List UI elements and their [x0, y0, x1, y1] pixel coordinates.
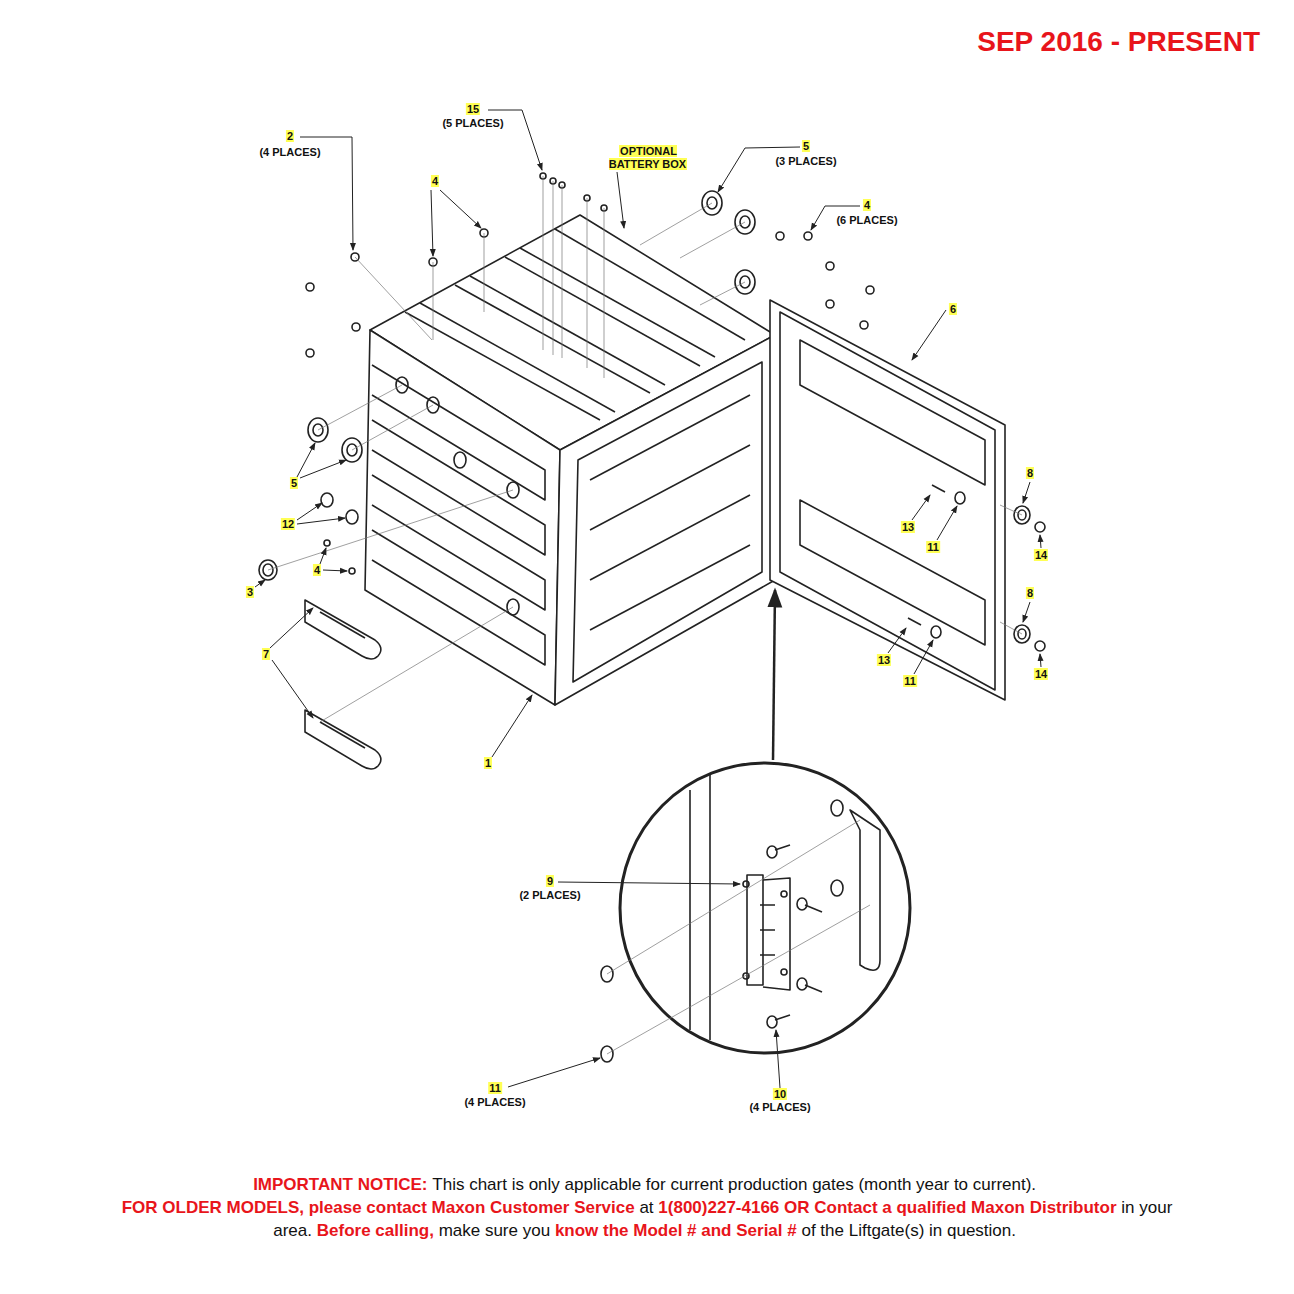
notice-text: FOR OLDER MODELS, please contact Maxon C… — [117, 1196, 1177, 1242]
callout-text: 5 — [802, 140, 810, 152]
callout-text: 14 — [1034, 668, 1048, 680]
date-range-title: SEP 2016 - PRESENT — [977, 26, 1260, 58]
callout-number: 4 — [431, 175, 439, 188]
callout-text: 5 — [290, 477, 298, 489]
callout-text: 11 — [903, 675, 917, 687]
quantity-text: (4 PLACES) — [749, 1101, 810, 1113]
callout-text: 9 — [546, 875, 554, 887]
notice-segment: of the Liftgate(s) in question. — [801, 1221, 1016, 1240]
callout-text: 12 — [281, 518, 295, 530]
quantity-text: (4 PLACES) — [259, 146, 320, 158]
quantity-text: (2 PLACES) — [519, 889, 580, 901]
callout-text: 8 — [1026, 587, 1034, 599]
callout-text: 6 — [949, 303, 957, 315]
callout-text: 2 — [286, 130, 294, 142]
callout-number: 3 — [246, 586, 254, 599]
quantity-text: (6 PLACES) — [836, 214, 897, 226]
callout-number: 13 — [901, 521, 915, 534]
callout-number: 5 — [802, 140, 810, 153]
notice-segment: 1(800)227-4166 OR Contact a qualified Ma… — [658, 1198, 1116, 1217]
callout-text: OPTIONAL BATTERY BOX — [609, 145, 687, 170]
notice-segment: FOR OLDER MODELS, please contact Maxon C… — [122, 1198, 635, 1217]
quantity-note: (4 PLACES) — [464, 1096, 525, 1109]
quantity-note: (3 PLACES) — [775, 155, 836, 168]
callout-text: 3 — [246, 586, 254, 598]
notice-segment: know the Model # and Serial # — [555, 1221, 797, 1240]
quantity-note: (4 PLACES) — [259, 146, 320, 159]
callout-number: 7 — [262, 648, 270, 661]
quantity-note: (6 PLACES) — [836, 214, 897, 227]
quantity-text: (4 PLACES) — [464, 1096, 525, 1108]
callout-text: 7 — [262, 648, 270, 660]
quantity-note: (2 PLACES) — [519, 889, 580, 902]
callout-text: 14 — [1034, 549, 1048, 561]
callout-text: 10 — [773, 1088, 787, 1100]
notice-segment: IMPORTANT NOTICE: — [253, 1175, 427, 1194]
callout-text: 4 — [863, 199, 871, 211]
callout-text: 11 — [926, 541, 940, 553]
callout-number: 14 — [1034, 668, 1048, 681]
quantity-note: (4 PLACES) — [749, 1101, 810, 1114]
callout-number: 11 — [488, 1082, 502, 1095]
callout-number: 11 — [903, 675, 917, 688]
callout-number: 10 — [773, 1088, 787, 1101]
quantity-note: (5 PLACES) — [442, 117, 503, 130]
callout-text: 8 — [1026, 467, 1034, 479]
callout-number: 4 — [863, 199, 871, 212]
notice-segment: make sure you — [439, 1221, 551, 1240]
callout-number: 15 — [466, 103, 480, 116]
callout-text: 15 — [466, 103, 480, 115]
callout-number: 8 — [1026, 587, 1034, 600]
callout-text: 1 — [484, 757, 492, 769]
quantity-text: (5 PLACES) — [442, 117, 503, 129]
callout-number: 9 — [546, 875, 554, 888]
callout-text: 4 — [431, 175, 439, 187]
callout-number: 2 — [286, 130, 294, 143]
notice-line: IMPORTANT NOTICE: This chart is only appl… — [117, 1173, 1177, 1196]
notice-segment: Before calling, — [317, 1221, 434, 1240]
callout-number: 8 — [1026, 467, 1034, 480]
callout-text: 11 — [488, 1082, 502, 1094]
callout-number: 11 — [926, 541, 940, 554]
callout-number: 13 — [877, 654, 891, 667]
notice-segment: at — [639, 1198, 653, 1217]
callout-text: 4 — [313, 564, 321, 576]
callout-number: 1 — [484, 757, 492, 770]
callout-number: OPTIONAL BATTERY BOX — [602, 145, 694, 171]
callout-text: 13 — [901, 521, 915, 533]
callout-text: 13 — [877, 654, 891, 666]
notice-segment: This chart is only applicable for curren… — [432, 1175, 1036, 1194]
callout-number: 6 — [949, 303, 957, 316]
callout-number: 4 — [313, 564, 321, 577]
callout-number: 14 — [1034, 549, 1048, 562]
callout-number: 12 — [281, 518, 295, 531]
quantity-text: (3 PLACES) — [775, 155, 836, 167]
callout-number: 5 — [290, 477, 298, 490]
